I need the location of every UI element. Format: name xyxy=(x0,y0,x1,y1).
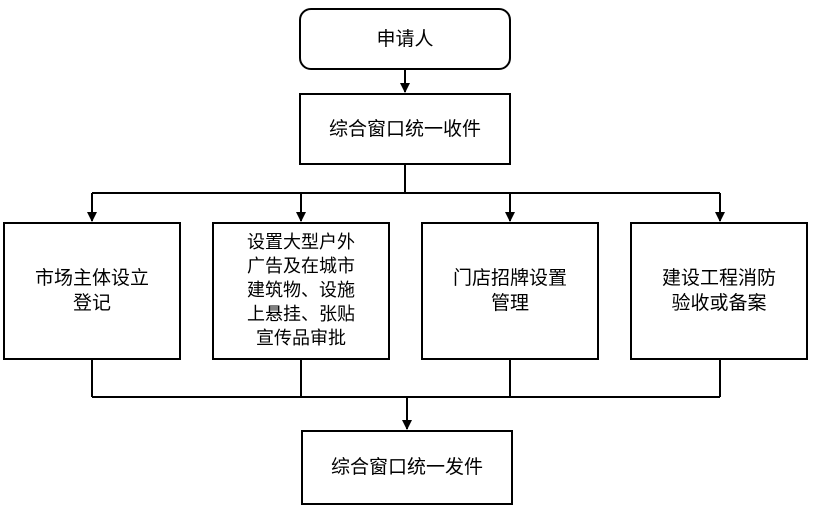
start-node-applicant: 申请人 xyxy=(299,8,511,70)
issue-node-label: 综合窗口统一发件 xyxy=(330,456,483,478)
category-node-outdoor-advertising: 设置大型户外 广告及在城市 建筑物、设施 上悬挂、张贴 宣传品审批 xyxy=(212,222,390,360)
category-4-line-1: 建设工程消防 xyxy=(661,267,776,289)
category-node-shop-signboard: 门店招牌设置 管理 xyxy=(421,222,599,360)
category-1-line-1: 市场主体设立 xyxy=(34,267,149,289)
category-3-line-1: 门店招牌设置 xyxy=(452,267,567,289)
category-2-line-1: 设置大型户外 xyxy=(247,232,355,253)
start-node-label: 申请人 xyxy=(376,27,434,50)
category-2-line-4: 上悬挂、张贴 xyxy=(247,304,355,325)
category-1-line-2: 登记 xyxy=(72,292,111,314)
category-2-line-3: 建筑物、设施 xyxy=(247,280,355,301)
category-4-line-2: 验收或备案 xyxy=(671,292,767,314)
issue-node: 综合窗口统一发件 xyxy=(301,430,513,505)
category-2-line-2: 广告及在城市 xyxy=(247,256,355,277)
category-node-fire-acceptance: 建设工程消防 验收或备案 xyxy=(630,222,808,360)
category-3-line-2: 管理 xyxy=(490,292,529,314)
collect-node-label: 综合窗口统一收件 xyxy=(328,117,481,140)
category-node-market-registration: 市场主体设立 登记 xyxy=(3,222,181,360)
collect-node: 综合窗口统一收件 xyxy=(299,93,511,165)
category-2-line-5: 宣传品审批 xyxy=(256,328,346,349)
